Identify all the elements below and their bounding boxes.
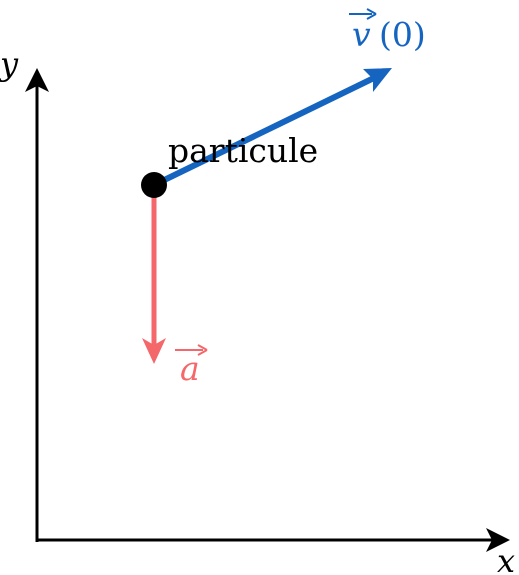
velocity-vector (152, 68, 392, 188)
x-axis (36, 528, 510, 552)
y-axis (25, 68, 49, 542)
y-axis-label: y (0, 45, 19, 83)
acceleration-label-overarrow-head (197, 344, 208, 356)
acceleration-symbol: a (180, 349, 200, 388)
x-axis-label: x (497, 542, 515, 575)
velocity-label: v (0) (349, 8, 426, 54)
acceleration-vector (142, 190, 166, 364)
velocity-label-overarrow-head (366, 8, 377, 20)
particle-dot (141, 172, 167, 198)
x-axis-arrowhead (486, 528, 510, 552)
velocity-vector-arrowhead (363, 68, 392, 92)
velocity-argument: (0) (379, 15, 426, 54)
acceleration-vector-arrowhead (142, 338, 166, 364)
acceleration-label: a (175, 344, 208, 388)
y-axis-arrowhead (25, 68, 49, 92)
velocity-symbol: v (352, 15, 371, 54)
velocity-vector-shaft (152, 73, 380, 188)
particle-label: particule (168, 131, 318, 170)
